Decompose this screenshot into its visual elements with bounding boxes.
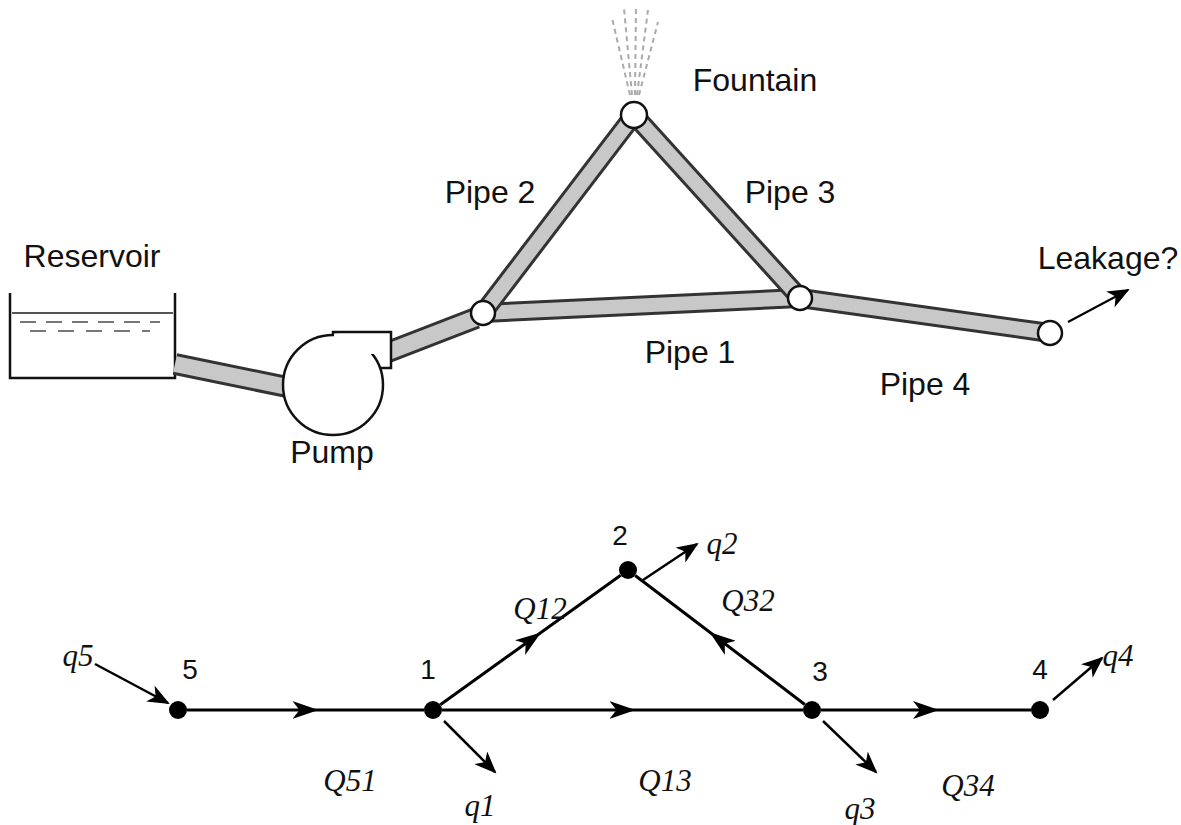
node-number: 4 (1032, 656, 1048, 684)
node-number: 5 (182, 656, 198, 684)
flow-connector (440, 575, 620, 705)
flow-label: Q32 (721, 585, 774, 616)
part-label: Leakage? (1038, 242, 1179, 274)
flow-label: q5 (63, 640, 94, 671)
part-label: Fountain (693, 64, 818, 96)
flow-label: q3 (845, 793, 876, 824)
pipe-1 (483, 298, 800, 313)
junction-node: 1 (424, 701, 442, 719)
part-label: Reservoir (24, 240, 161, 272)
external-flow-arrows (95, 544, 1102, 772)
flow-label: q4 (1103, 640, 1134, 671)
flow-label: q2 (707, 528, 738, 559)
leakage-arrow (1068, 290, 1128, 322)
flow-connector (821, 709, 1031, 712)
node-number: 1 (420, 656, 436, 684)
flow-connector (635, 575, 805, 704)
junction-node: 4 (1031, 701, 1049, 719)
reservoir-tank (10, 293, 175, 378)
flow-connector (442, 709, 803, 712)
flow-label: Q51 (323, 765, 376, 796)
junctions (471, 102, 1062, 345)
part-label: Pump (290, 436, 374, 468)
node-number: 3 (812, 658, 828, 686)
flow-label: Q13 (638, 765, 691, 796)
junction-node: 2 (619, 561, 637, 579)
pump-symbol (283, 332, 391, 435)
pipe-2 (483, 115, 634, 313)
junction-node: 3 (803, 701, 821, 719)
pipe-4 (800, 298, 1050, 333)
part-label: Pipe 4 (880, 368, 971, 400)
flow-label: q1 (465, 790, 496, 821)
flow-label: Q12 (513, 593, 566, 624)
node-number: 2 (612, 522, 628, 550)
junction-node: 5 (169, 701, 187, 719)
flow-connector (187, 709, 424, 712)
part-label: Pipe 3 (745, 176, 836, 208)
part-label: Pipe 1 (645, 336, 736, 368)
fountain-spray (612, 5, 658, 95)
part-label: Pipe 2 (445, 176, 536, 208)
flow-label: Q34 (941, 770, 994, 801)
